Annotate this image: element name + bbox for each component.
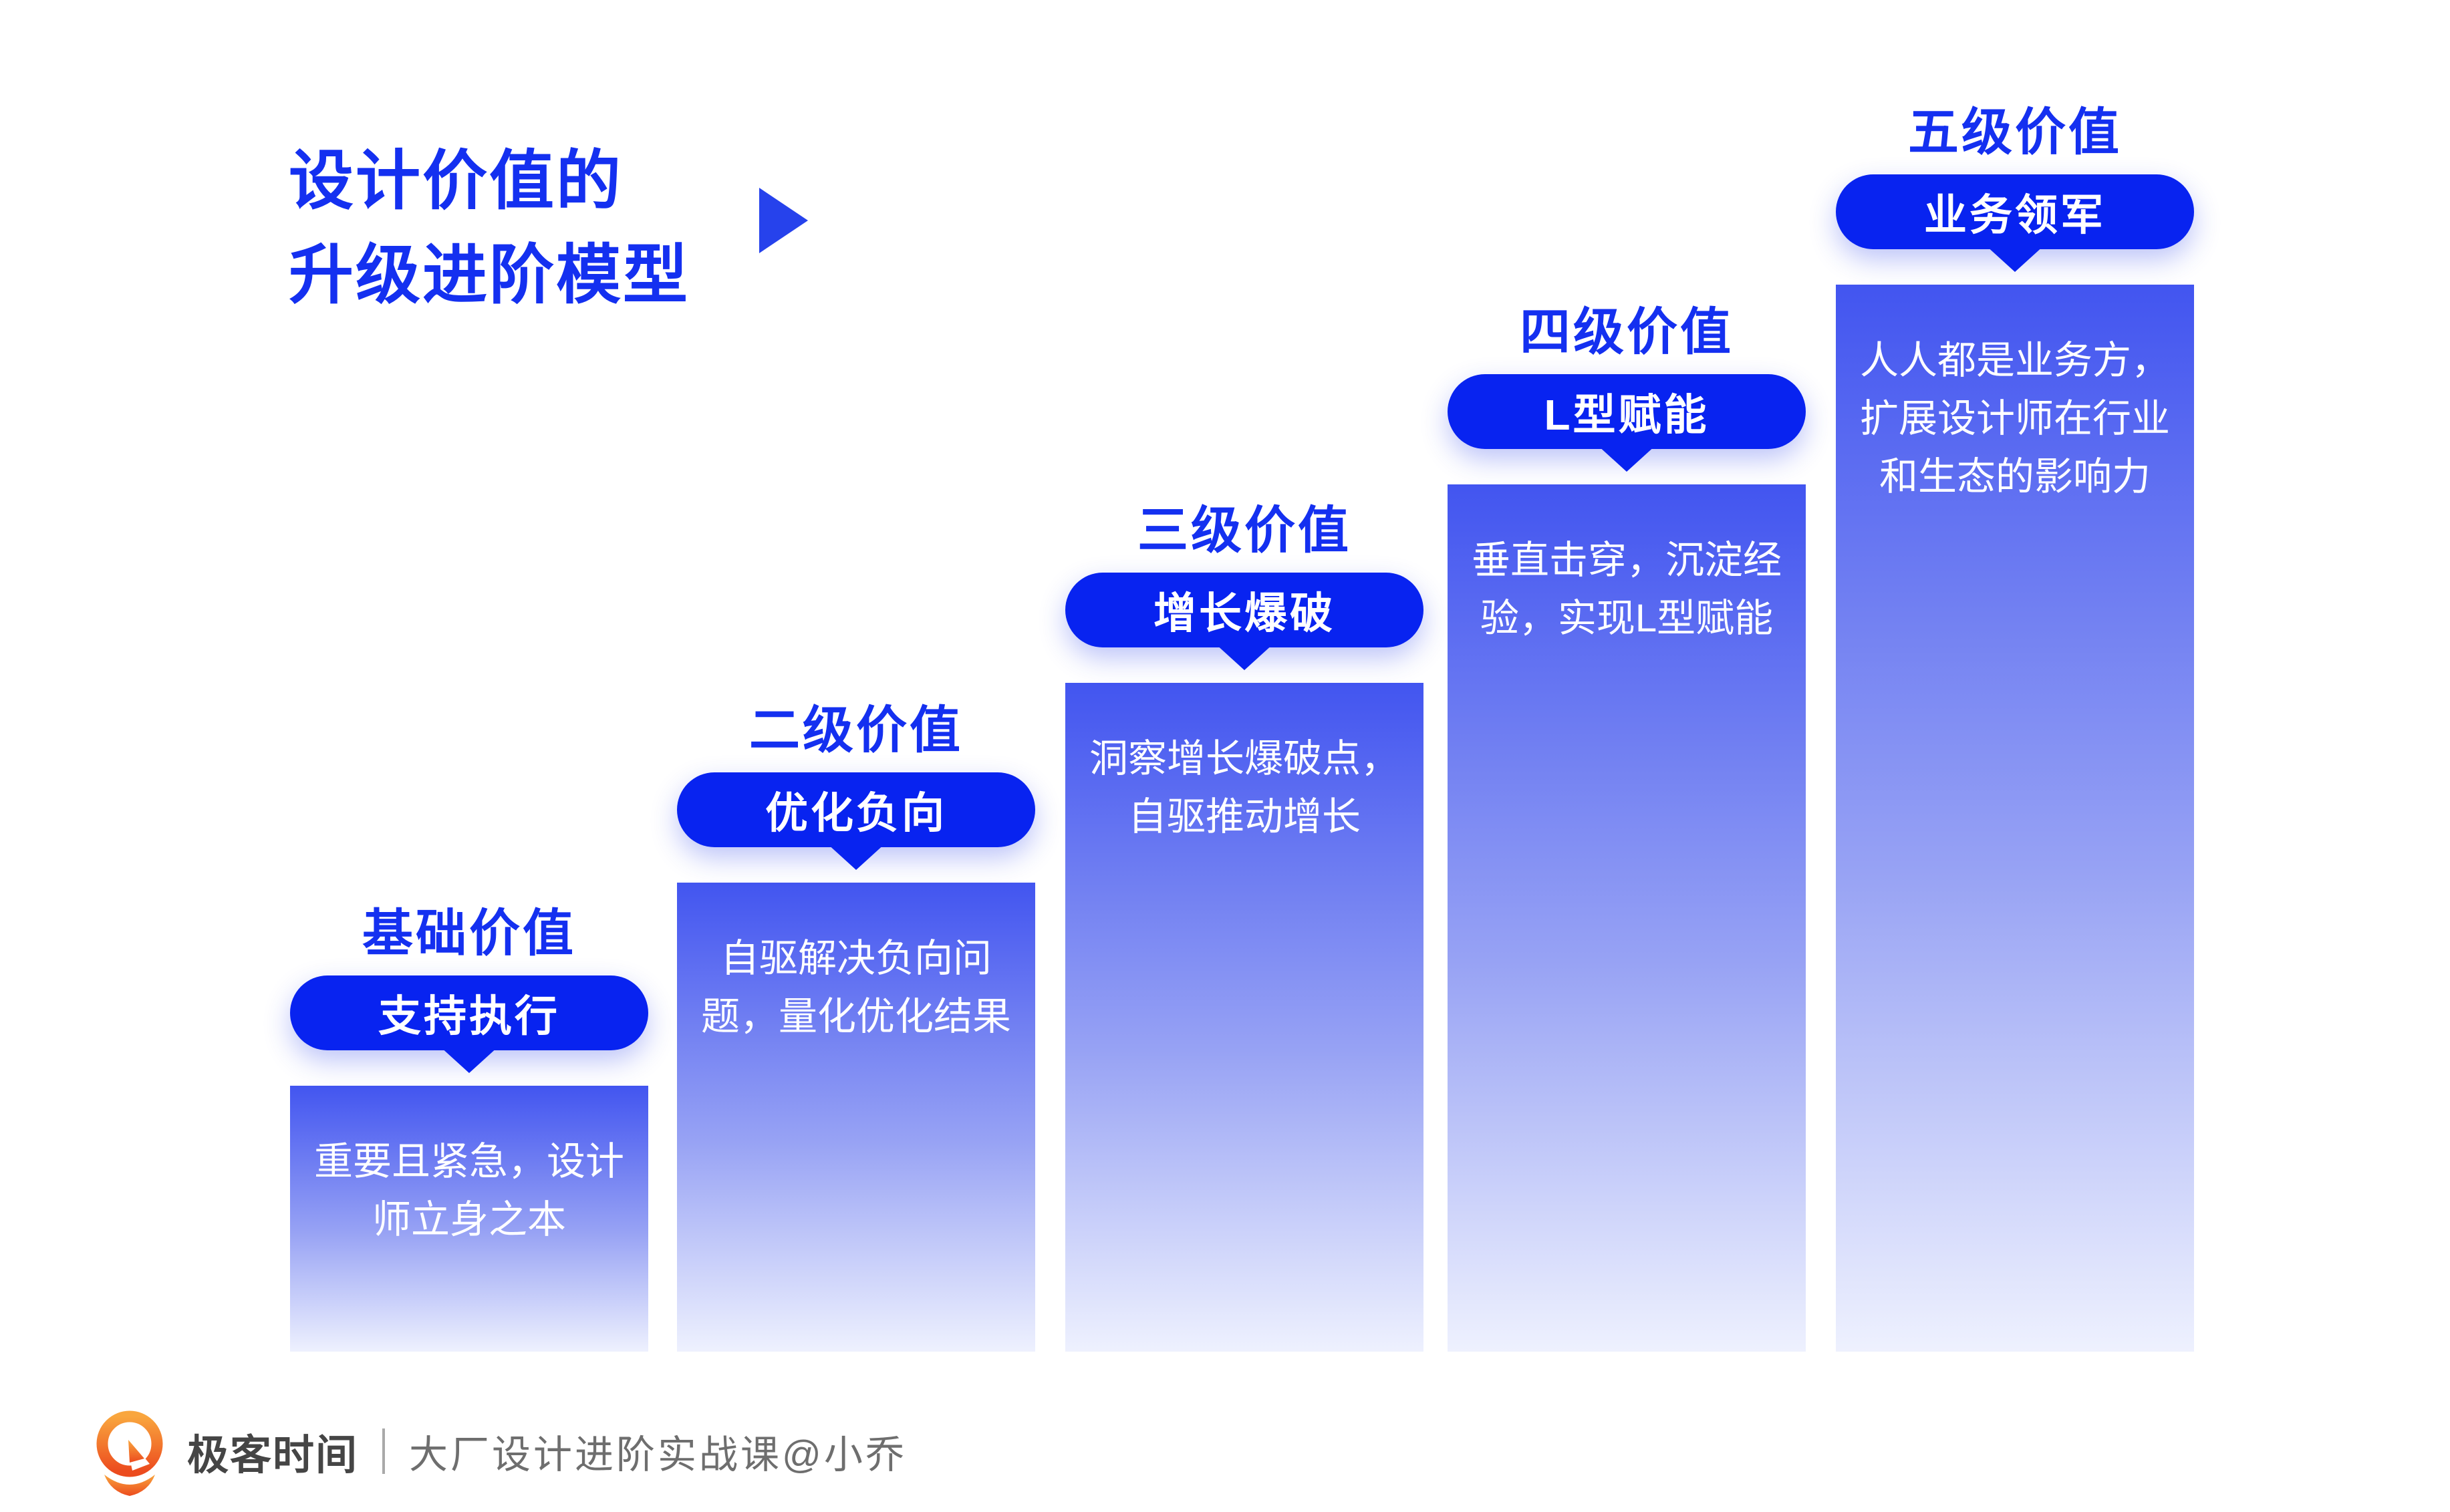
level-1-pill-label: 支持执行 bbox=[378, 992, 560, 1040]
level-5-pill-label: 业务领军 bbox=[1924, 191, 2106, 239]
level-4-pill: L型赋能 bbox=[1448, 374, 1806, 449]
level-column-1: 基础价值 支持执行 重要且紧急，设计 师立身之本 bbox=[290, 905, 648, 1352]
brand-name: 极客时间 bbox=[187, 1432, 359, 1479]
level-3-pill: 增长爆破 bbox=[1065, 573, 1423, 647]
level-1-pill: 支持执行 bbox=[290, 975, 648, 1050]
play-triangle-icon bbox=[759, 188, 808, 253]
level-column-2: 二级价值 优化负向 自驱解决负向问 题，量化优化结果 bbox=[677, 702, 1035, 1352]
level-column-5: 五级价值 业务领军 人人都是业务方， 扩展设计师在行业 和生态的影响力 bbox=[1836, 104, 2194, 1352]
level-5-bar: 人人都是业务方， 扩展设计师在行业 和生态的影响力 bbox=[1836, 285, 2194, 1352]
level-4-title: 四级价值 bbox=[1520, 304, 1734, 361]
level-5-pill: 业务领军 bbox=[1836, 174, 2194, 249]
level-4-pill-label: L型赋能 bbox=[1544, 391, 1710, 439]
level-3-title: 三级价值 bbox=[1137, 502, 1351, 559]
level-3-pill-label: 增长爆破 bbox=[1153, 589, 1335, 637]
level-2-pill: 优化负向 bbox=[677, 772, 1035, 847]
slide-title: 设计价值的 升级进阶模型 bbox=[289, 144, 690, 311]
level-column-4: 四级价值 L型赋能 垂直击穿，沉淀经 验，实现L型赋能 bbox=[1448, 304, 1806, 1352]
level-column-3: 三级价值 增长爆破 洞察增长爆破点， 自驱推动增长 bbox=[1065, 502, 1423, 1352]
level-4-bar: 垂直击穿，沉淀经 验，实现L型赋能 bbox=[1448, 484, 1806, 1352]
level-1-title: 基础价值 bbox=[362, 905, 576, 962]
level-2-bar: 自驱解决负向问 题，量化优化结果 bbox=[677, 883, 1035, 1352]
level-2-pill-label: 优化负向 bbox=[765, 789, 947, 837]
level-5-title: 五级价值 bbox=[1908, 104, 2122, 161]
course-name: 大厂设计进阶实战课@小乔 bbox=[409, 1433, 907, 1477]
footer-divider bbox=[382, 1428, 386, 1474]
level-1-bar: 重要且紧急，设计 师立身之本 bbox=[290, 1086, 648, 1352]
footer: 极客时间 大厂设计进阶实战课@小乔 bbox=[86, 1404, 907, 1498]
level-3-bar: 洞察增长爆破点， 自驱推动增长 bbox=[1065, 683, 1423, 1352]
geektime-logo-icon bbox=[96, 1410, 163, 1496]
level-2-title: 二级价值 bbox=[749, 702, 963, 759]
